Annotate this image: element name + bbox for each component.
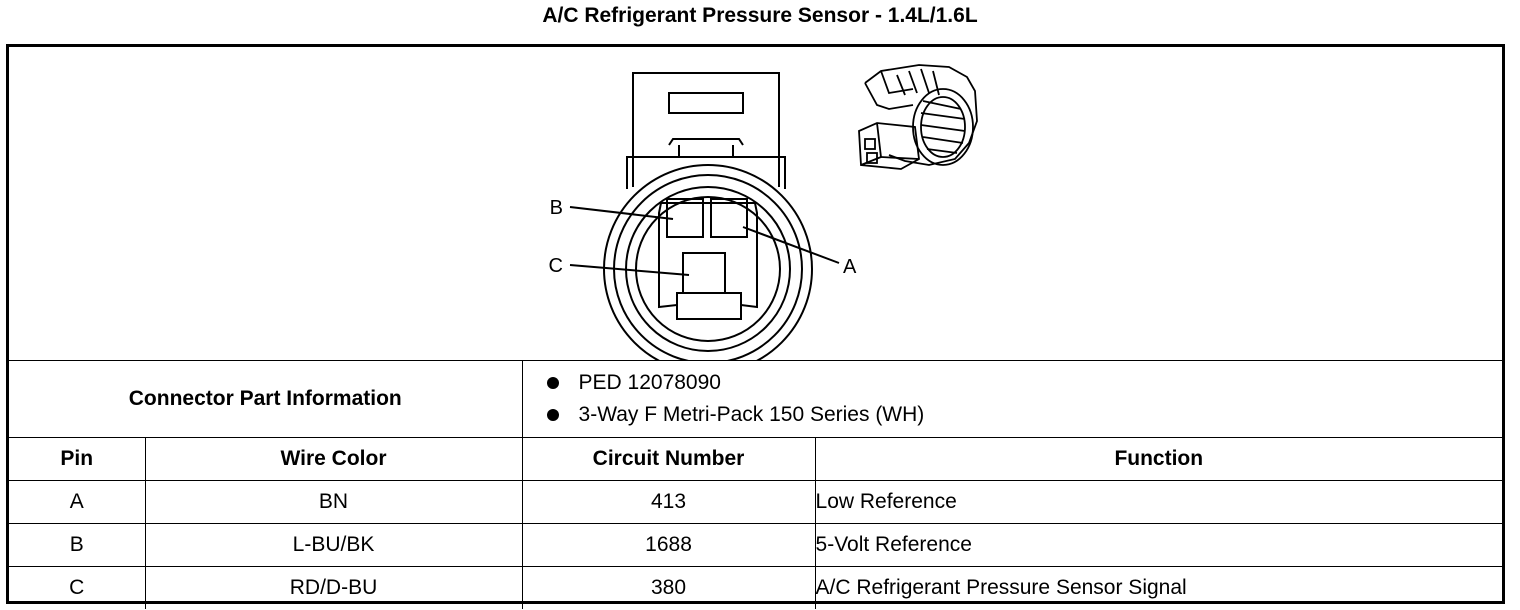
connector-info-label: Connector Part Information <box>9 360 523 438</box>
pinout-table: Connector Part Information PED 12078090 … <box>9 360 1503 609</box>
cell-function: A/C Refrigerant Pressure Sensor Signal <box>814 566 1503 609</box>
pin-label-c: C <box>549 255 563 277</box>
header-circuit-number: Circuit Number <box>521 437 816 481</box>
connector-info-item: PED 12078090 <box>546 367 1503 399</box>
pin-label-a: A <box>843 256 857 278</box>
connector-sheet: B C A Connector Part Information <box>6 44 1505 609</box>
cell-circuit-number: 380 <box>521 566 816 609</box>
cell-pin: C <box>9 566 146 609</box>
cell-wire-color: BN <box>144 480 523 524</box>
connector-illustration <box>858 64 978 170</box>
table-header-row: Pin Wire Color Circuit Number Function <box>9 437 1503 481</box>
cell-circuit-number: 1688 <box>521 523 816 567</box>
cell-pin: B <box>9 523 146 567</box>
cell-pin: A <box>9 480 146 524</box>
page-title: A/C Refrigerant Pressure Sensor - 1.4L/1… <box>542 4 978 27</box>
connector-info-values: PED 12078090 3-Way F Metri-Pack 150 Seri… <box>521 360 1503 438</box>
table-row: B L-BU/BK 1688 5-Volt Reference <box>9 523 1503 567</box>
cell-function: Low Reference <box>814 480 1503 524</box>
header-function: Function <box>814 437 1503 481</box>
pin-label-b: B <box>550 197 563 219</box>
table-row: C RD/D-BU 380 A/C Refrigerant Pressure S… <box>9 566 1503 609</box>
connector-diagram: B C A <box>549 64 978 360</box>
cell-wire-color: L-BU/BK <box>144 523 523 567</box>
table-row: A BN 413 Low Reference <box>9 480 1503 524</box>
connector-info-row: Connector Part Information PED 12078090 … <box>9 360 1503 438</box>
header-wire-color: Wire Color <box>144 437 523 481</box>
cell-function: 5-Volt Reference <box>814 523 1503 567</box>
cell-circuit-number: 413 <box>521 480 816 524</box>
connector-info-item: 3-Way F Metri-Pack 150 Series (WH) <box>546 399 1503 431</box>
header-pin: Pin <box>9 437 146 481</box>
cell-wire-color: RD/D-BU <box>144 566 523 609</box>
